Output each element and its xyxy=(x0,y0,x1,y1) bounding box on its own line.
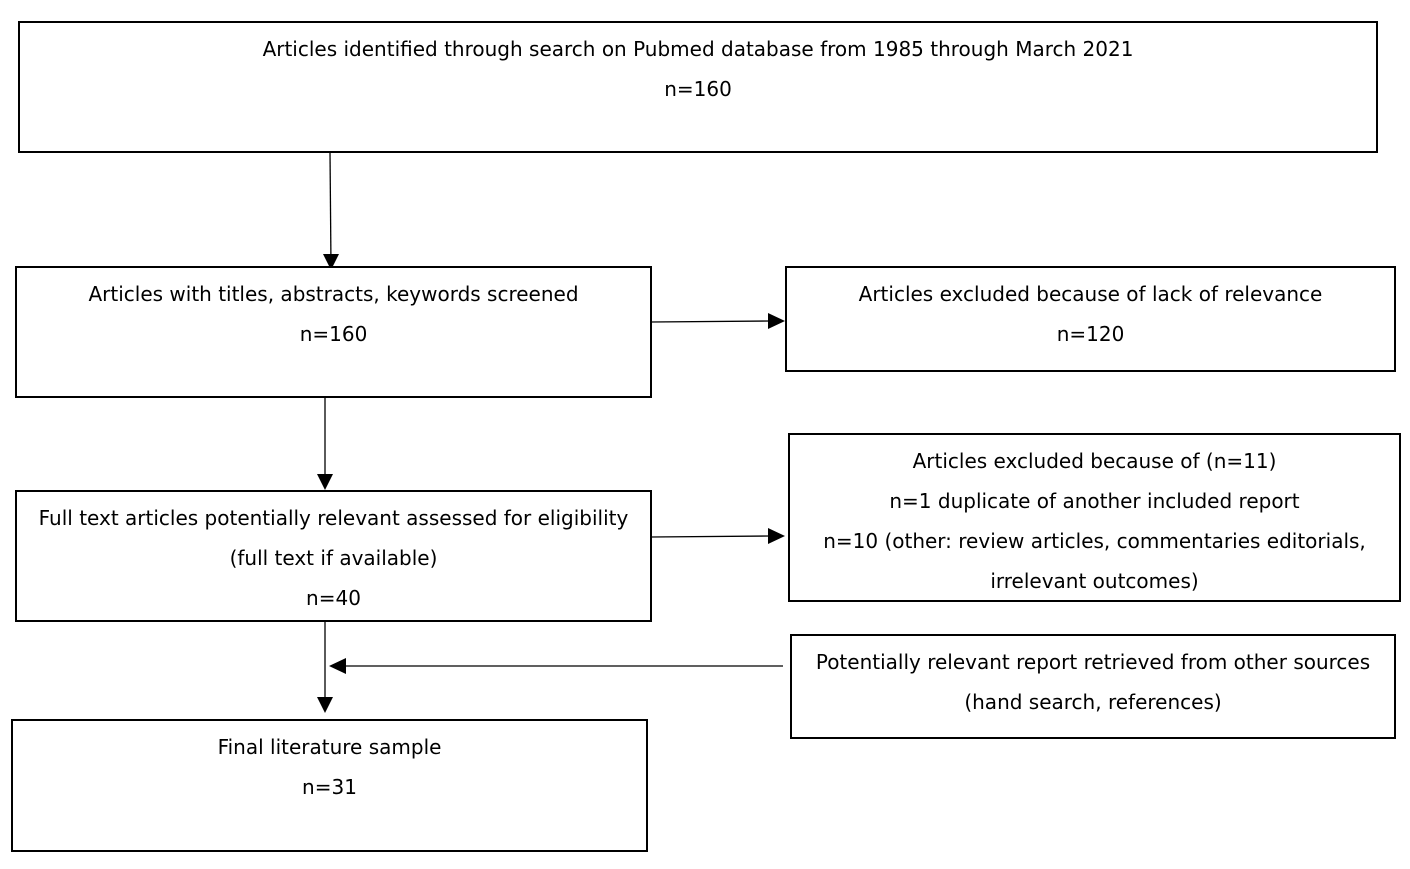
box-full-text: Full text articles potentially relevant … xyxy=(15,490,652,622)
box-excluded-other-title: Articles excluded because of (n=11) xyxy=(912,449,1277,473)
arrow-fulltext-to-final-head xyxy=(317,697,333,713)
arrow-screened-to-excluded-head xyxy=(768,313,785,329)
box-excluded-other-reasons: n=10 (other: review articles, commentari… xyxy=(823,529,1366,553)
box-excluded-relevance: Articles excluded because of lack of rel… xyxy=(785,266,1396,372)
box-excluded-relevance-count: n=120 xyxy=(1056,322,1125,346)
box-other-sources: Potentially relevant report retrieved fr… xyxy=(790,634,1396,739)
box-screened-count: n=160 xyxy=(299,322,368,346)
box-full-text-count: n=40 xyxy=(306,586,361,610)
box-screened-text: Articles with titles, abstracts, keyword… xyxy=(88,282,579,306)
box-final-count: n=31 xyxy=(302,775,357,799)
arrow-identified-to-screened-head xyxy=(323,254,339,270)
arrow-fulltext-to-excluded-head xyxy=(768,528,785,544)
box-identified-count: n=160 xyxy=(664,77,732,101)
box-excluded-other-reasons-cont: irrelevant outcomes) xyxy=(990,569,1199,593)
box-screened: Articles with titles, abstracts, keyword… xyxy=(15,266,652,398)
arrow-identified-to-screened xyxy=(329,151,332,267)
arrow-screened-to-excluded xyxy=(650,320,771,323)
box-other-sources-note: (hand search, references) xyxy=(964,690,1222,714)
arrow-fulltext-to-excluded xyxy=(650,535,771,538)
arrow-othersources-to-main-head xyxy=(329,658,346,674)
box-final: Final literature sample n=31 xyxy=(11,719,648,852)
box-final-text: Final literature sample xyxy=(217,735,442,759)
box-other-sources-text: Potentially relevant report retrieved fr… xyxy=(815,650,1371,674)
box-full-text-note: (full text if available) xyxy=(229,546,438,570)
box-full-text-text: Full text articles potentially relevant … xyxy=(38,506,629,530)
arrow-screened-to-fulltext-head xyxy=(317,474,333,490)
box-excluded-relevance-text: Articles excluded because of lack of rel… xyxy=(858,282,1323,306)
box-identified: Articles identified through search on Pu… xyxy=(18,21,1378,153)
box-identified-text: Articles identified through search on Pu… xyxy=(262,37,1134,61)
box-excluded-other: Articles excluded because of (n=11) n=1 … xyxy=(788,433,1401,602)
box-excluded-other-duplicate: n=1 duplicate of another included report xyxy=(889,489,1300,513)
